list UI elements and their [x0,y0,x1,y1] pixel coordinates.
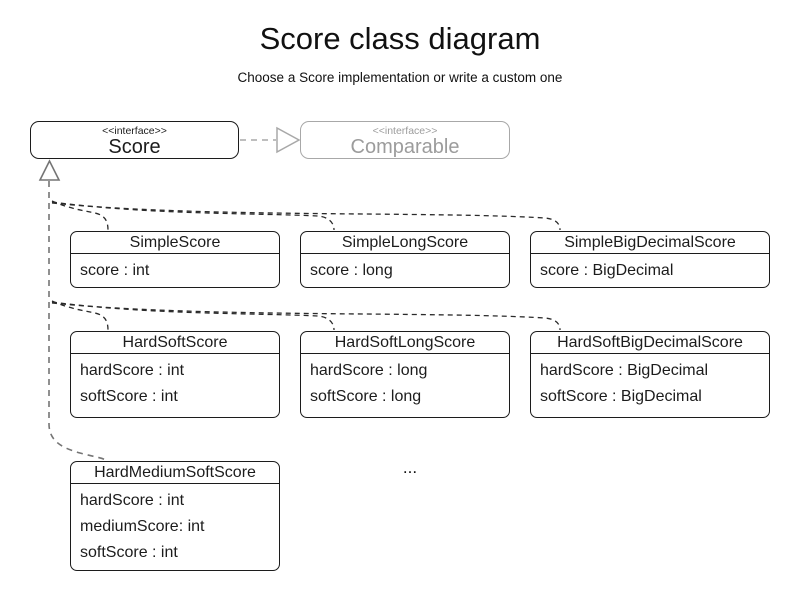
class-simple-score: SimpleScore score : int [70,231,280,288]
interface-comparable: <<interface>> Comparable [300,121,510,159]
hollow-triangle-up-icon [38,159,61,181]
realization-simplelongscore [51,201,335,231]
realization-hardsoftbigdecimalscore [51,302,561,331]
realization-score-comparable [240,126,301,154]
class-name: HardSoftScore [71,332,279,354]
class-attribute: softScore : long [310,388,422,405]
hollow-triangle-right-icon [276,126,301,154]
class-hard-soft-bigdecimal-score: HardSoftBigDecimalScore hardScore : BigD… [530,331,770,418]
class-name: HardSoftBigDecimalScore [531,332,769,354]
class-name: SimpleLongScore [301,232,509,254]
class-attribute: mediumScore: int [80,518,205,535]
class-hard-soft-long-score: HardSoftLongScore hardScore : long softS… [300,331,510,418]
more-implementations-ellipsis: ... [402,458,418,477]
class-attribute: score : long [310,262,393,279]
page-title: Score class diagram [259,21,541,56]
realization-hardsoftscore [51,300,109,331]
realization-trunk [48,181,108,462]
interface-stereotype: <<interface>> [372,125,438,137]
class-simple-long-score: SimpleLongScore score : long [300,231,510,288]
interface-name: Score [108,136,161,158]
interface-stereotype: <<interface>> [102,125,167,137]
interface-name: Comparable [350,136,460,158]
class-attribute: softScore : int [80,544,178,561]
realization-simplebigdecimalscore [51,202,561,231]
class-name: HardMediumSoftScore [71,462,279,484]
class-simple-bigdecimal-score: SimpleBigDecimalScore score : BigDecimal [530,231,770,288]
class-hard-soft-score: HardSoftScore hardScore : int softScore … [70,331,280,418]
class-attribute: score : BigDecimal [540,262,674,279]
class-attribute: hardScore : long [310,362,428,379]
class-name: SimpleBigDecimalScore [531,232,769,254]
class-name: SimpleScore [71,232,279,254]
realization-simplescore [51,200,109,231]
class-attribute: hardScore : BigDecimal [540,362,709,379]
class-attribute: softScore : int [80,388,178,405]
class-attribute: softScore : BigDecimal [540,388,702,405]
class-name: HardSoftLongScore [301,332,509,354]
class-attribute: hardScore : int [80,362,185,379]
class-hard-medium-soft-score: HardMediumSoftScore hardScore : int medi… [70,461,280,571]
class-attribute: hardScore : int [80,492,185,509]
interface-score: <<interface>> Score [30,121,239,159]
page-subtitle: Choose a Score implementation or write a… [237,70,563,85]
realization-hardsoftlongscore [51,301,335,331]
class-attribute: score : int [80,262,150,279]
